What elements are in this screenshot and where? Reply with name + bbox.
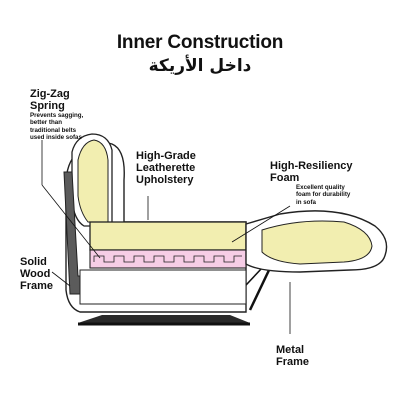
solid-wood-frame-label: Solid Wood Frame — [20, 256, 54, 292]
diagram-title: Inner Construction — [116, 32, 284, 53]
metal-frame-label: Metal Frame — [276, 344, 310, 368]
zigzag-spring-description: Prevents sagging, better than traditiona… — [30, 112, 84, 142]
metal-recline-arm — [248, 267, 272, 311]
lower-cavity — [79, 269, 247, 305]
metal-base-bar — [78, 315, 250, 323]
leader-wood — [51, 271, 71, 287]
leader-foam — [231, 205, 291, 243]
zigzag-spring-label: Zig-Zag Spring — [30, 88, 70, 112]
diagram-subtitle-arabic: داخل الأريكة — [148, 56, 252, 76]
spring-layer — [89, 249, 247, 269]
foam-description: Excellent quality foam for durability in… — [296, 184, 351, 206]
back-foam — [77, 139, 109, 223]
footrest-foam — [261, 220, 373, 265]
seat-foam — [89, 221, 247, 251]
high-resiliency-foam-label: High-Resiliency Foam — [270, 160, 353, 184]
leatherette-upholstery-label: High-Grade Leatherette Upholstery — [136, 150, 196, 186]
zigzag-spring — [93, 255, 242, 263]
